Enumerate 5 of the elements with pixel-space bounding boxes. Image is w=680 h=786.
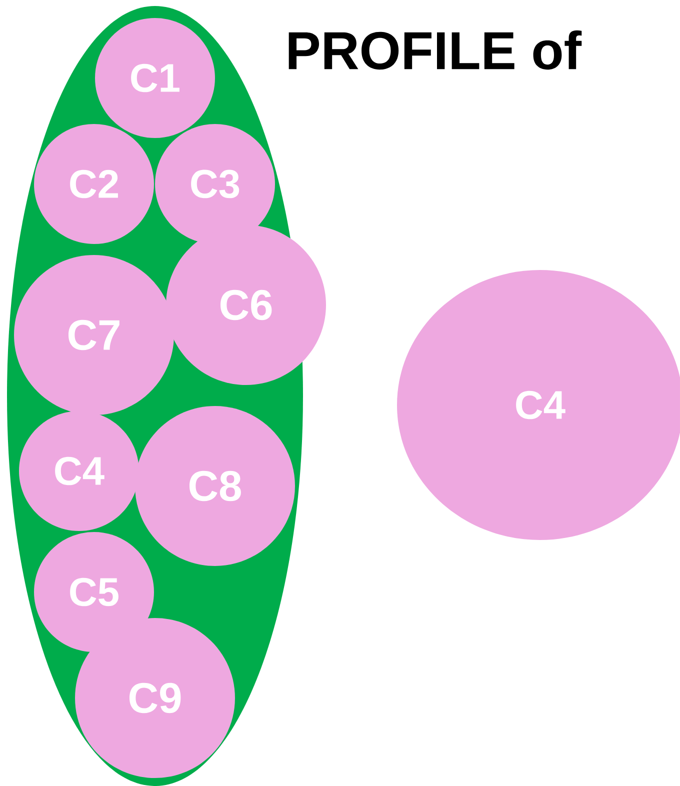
- node-label: C1: [131, 64, 180, 92]
- node-label: C5: [70, 578, 118, 606]
- node-label: C6: [220, 290, 272, 320]
- node-label: C3: [191, 170, 240, 198]
- title: PROFILE of: [288, 30, 582, 70]
